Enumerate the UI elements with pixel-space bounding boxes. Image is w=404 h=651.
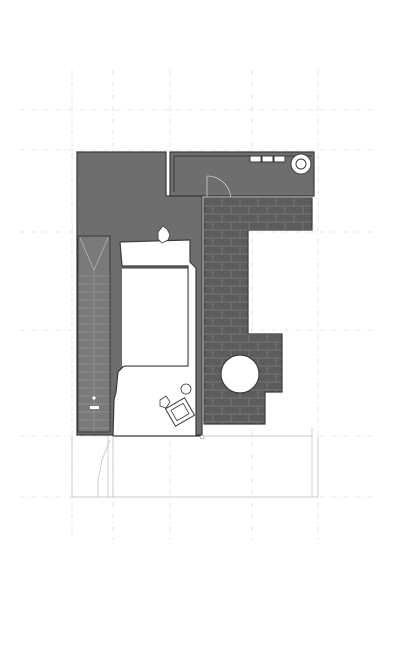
armchair-icon	[159, 383, 196, 427]
lower-outline	[71, 428, 319, 498]
round-table-icon	[220, 354, 260, 394]
stair-arrow-icon	[90, 396, 99, 409]
upper-room	[169, 151, 315, 197]
staircase	[77, 235, 111, 433]
plant-icon	[157, 225, 171, 244]
sink-icon	[290, 153, 312, 175]
counter-units	[249, 155, 286, 163]
